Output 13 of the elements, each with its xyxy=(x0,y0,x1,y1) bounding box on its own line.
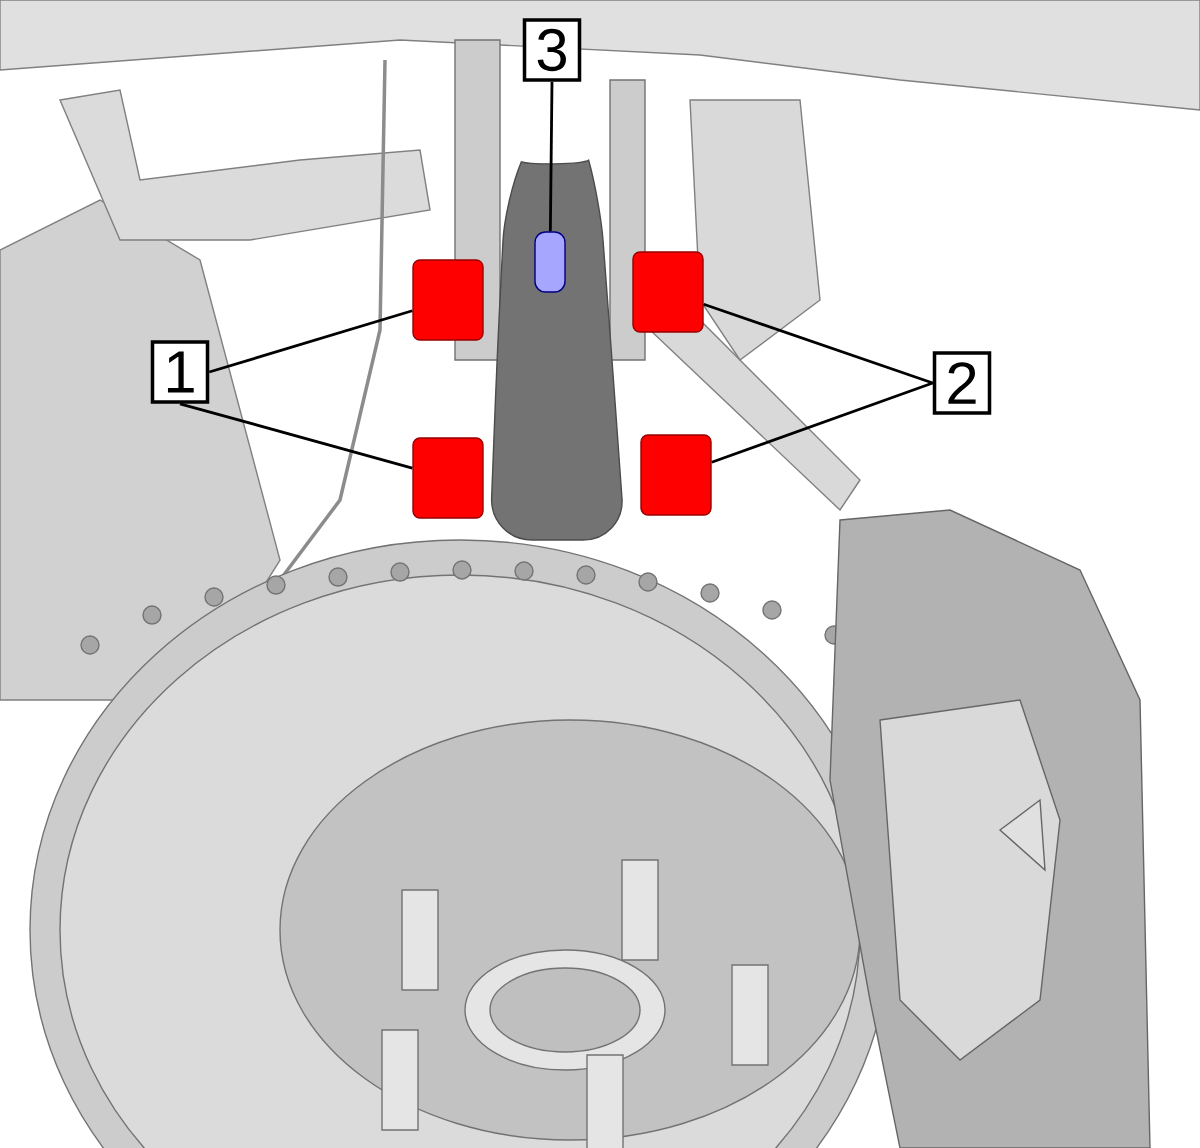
leader-line xyxy=(208,309,413,374)
callout-number: 2 xyxy=(932,351,992,415)
clip xyxy=(534,231,566,293)
leader-line xyxy=(548,81,554,232)
leader-line xyxy=(711,381,934,464)
bolt xyxy=(632,251,704,333)
callout-number: 1 xyxy=(150,340,210,404)
leader-line xyxy=(703,302,934,385)
bolt xyxy=(412,259,484,341)
bolt xyxy=(412,437,484,519)
callout-number: 3 xyxy=(522,18,582,82)
bolt xyxy=(640,434,712,516)
leader-line xyxy=(179,402,413,470)
